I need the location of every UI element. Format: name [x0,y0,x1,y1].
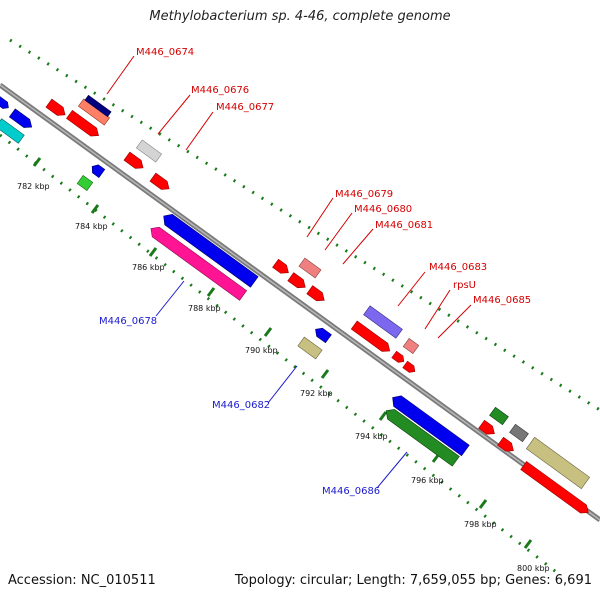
gene-feature [525,436,591,490]
tick-mark [378,411,388,421]
gene-label: M446_0681 [375,220,433,231]
gene-label: M446_0680 [354,204,412,215]
map-title: Methylobacterium sp. 4-46, complete geno… [149,9,451,24]
gene-feature [84,94,112,118]
inner-tick-track [0,133,561,577]
gene-feature [497,436,514,452]
label-leader-line [106,55,135,95]
gene-feature [298,257,322,279]
gene-label: M446_0674 [136,47,194,58]
tick-label: 786 kbp [132,263,165,272]
gene-feature [91,164,106,178]
tick-mark [478,499,488,509]
gene-feature [287,272,306,289]
gene-feature [385,409,460,467]
gene-feature [391,350,405,363]
tick-mark [263,327,273,337]
label-leader-line [306,197,334,238]
gene-feature [297,336,323,360]
genome-summary: Topology: circular; Length: 7,659,055 bp… [234,573,592,588]
gene-feature [150,226,248,301]
label-leader-line [342,228,374,265]
label-leader-line [376,451,408,489]
gene-label: M446_0682 [212,400,270,411]
tick-label: 784 kbp [75,222,108,231]
gene-feature [402,338,420,354]
tick-mark [32,157,42,167]
gene-label: M446_0677 [216,102,274,113]
tick-marks [32,157,533,549]
tick-mark [90,204,100,214]
gene-feature [135,139,163,163]
tick-mark [206,287,216,297]
gene-feature [509,423,529,443]
genome-backbone-highlight [0,84,600,521]
gene-feature [66,109,99,137]
tick-mark [320,369,330,379]
label-leader-line [424,289,451,330]
gene-feature [163,214,259,288]
gene-label: M446_0676 [191,85,249,96]
gene-label: rpsU [453,280,476,291]
gene-feature [520,461,589,514]
gene-label: M446_0678 [99,316,157,327]
gene-feature [392,395,470,457]
gene-label: M446_0683 [429,262,487,273]
label-leader-line [185,111,214,151]
gene-feature [0,118,25,144]
tick-label: 782 kbp [17,182,50,191]
label-leader-line [324,212,353,251]
gene-feature [8,108,33,128]
tick-label: 798 kbp [464,520,497,529]
gene-feature [363,305,403,339]
gene-label: M446_0679 [335,189,393,200]
label-leader-line [157,94,191,135]
tick-label: 800 kbp [517,564,550,573]
gene-feature [478,419,495,435]
label-leader-line [267,365,298,404]
gene-label: M446_0685 [473,295,531,306]
label-leader-line [437,304,472,339]
tick-label: 794 kbp [355,432,388,441]
label-leader-line [155,280,185,317]
gene-feature [315,327,332,344]
accession-label: Accession: NC_010511 [8,573,156,588]
gene-feature [272,258,289,274]
tick-label: 790 kbp [245,346,278,355]
tick-mark [523,539,533,549]
gene-feature [306,285,325,302]
gene-label: M446_0686 [322,486,380,497]
tick-label: 792 kbp [300,389,333,398]
tick-mark [148,247,158,257]
gene-feature [0,94,9,109]
gene-feature [76,175,94,191]
gene-feature [149,172,170,190]
tick-label: 796 kbp [411,476,444,485]
gene-feature [402,360,416,373]
tick-label: 788 kbp [188,304,221,313]
gene-feature [350,320,391,352]
gene-feature [45,98,66,116]
gene-feature [123,151,144,169]
gene-feature [489,406,509,426]
label-leader-line [397,271,426,307]
